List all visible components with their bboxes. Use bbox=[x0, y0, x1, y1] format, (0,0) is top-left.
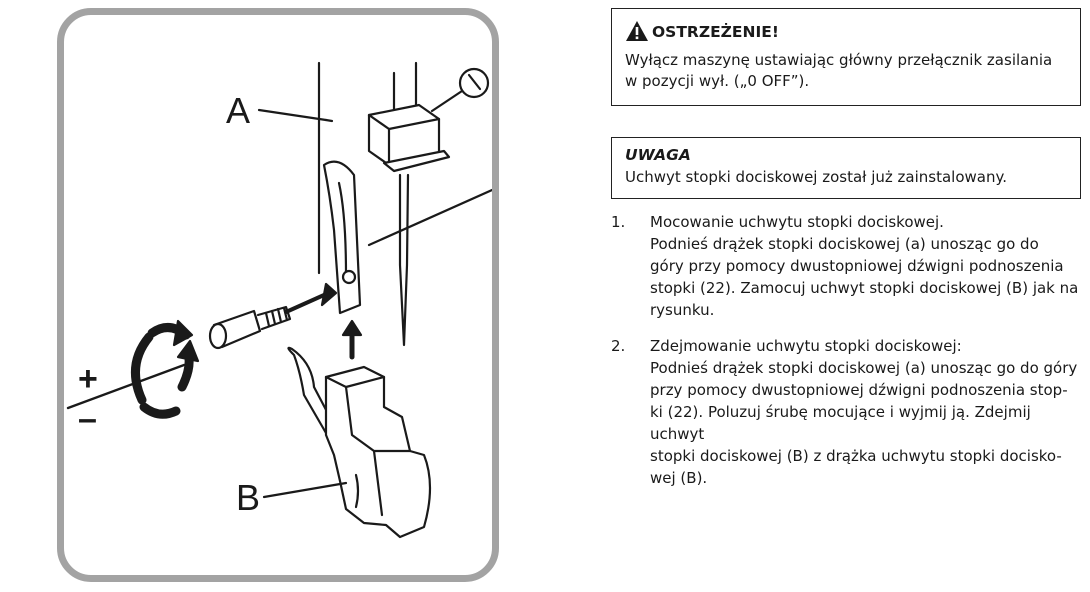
warning-title: OSTRZEŻENIE! bbox=[652, 23, 779, 41]
presser-foot-illustration: + – bbox=[66, 61, 492, 539]
presser-foot-shank bbox=[287, 346, 336, 435]
arrow-up-icon bbox=[341, 319, 363, 337]
warning-box: OSTRZEŻENIE! Wyłącz maszynę ustawiając g… bbox=[611, 8, 1081, 106]
warning-heading: OSTRZEŻENIE! bbox=[625, 19, 1070, 45]
step-text: Mocowanie uchwytu stopki dociskowej. Pod… bbox=[650, 213, 1079, 319]
step-text: Zdejmowanie uchwytu stopki dociskowej: P… bbox=[650, 337, 1078, 487]
minus-sign: – bbox=[78, 400, 97, 438]
list-item: 1. Mocowanie uchwytu stopki dociskowej. … bbox=[611, 211, 1081, 321]
plus-sign: + bbox=[78, 360, 98, 398]
arrow-right-icon bbox=[320, 282, 338, 307]
warning-triangle-icon bbox=[626, 20, 648, 41]
note-text: Uchwyt stopki dociskowej został już zain… bbox=[625, 168, 1007, 186]
machine-base-line bbox=[367, 188, 492, 247]
rotate-arrow-icon bbox=[130, 332, 154, 405]
list-item: 2. Zdejmowanie uchwytu stopki dociskowej… bbox=[611, 335, 1081, 489]
needle bbox=[398, 173, 410, 347]
note-title: UWAGA bbox=[625, 146, 691, 164]
warning-text: Wyłącz maszynę ustawiając główny przełąc… bbox=[625, 51, 1053, 90]
note-box: UWAGA Uchwyt stopki dociskowej został ju… bbox=[611, 137, 1081, 199]
step-number: 1. bbox=[611, 213, 626, 231]
callout-label-a: A bbox=[226, 90, 251, 131]
callout-label-b: B bbox=[236, 477, 261, 518]
illustration-frame: + – A B bbox=[57, 8, 499, 582]
steps-list: 1. Mocowanie uchwytu stopki dociskowej. … bbox=[611, 211, 1081, 489]
instructions-column: OSTRZEŻENIE! Wyłącz maszynę ustawiając g… bbox=[611, 8, 1081, 489]
step-number: 2. bbox=[611, 337, 626, 355]
